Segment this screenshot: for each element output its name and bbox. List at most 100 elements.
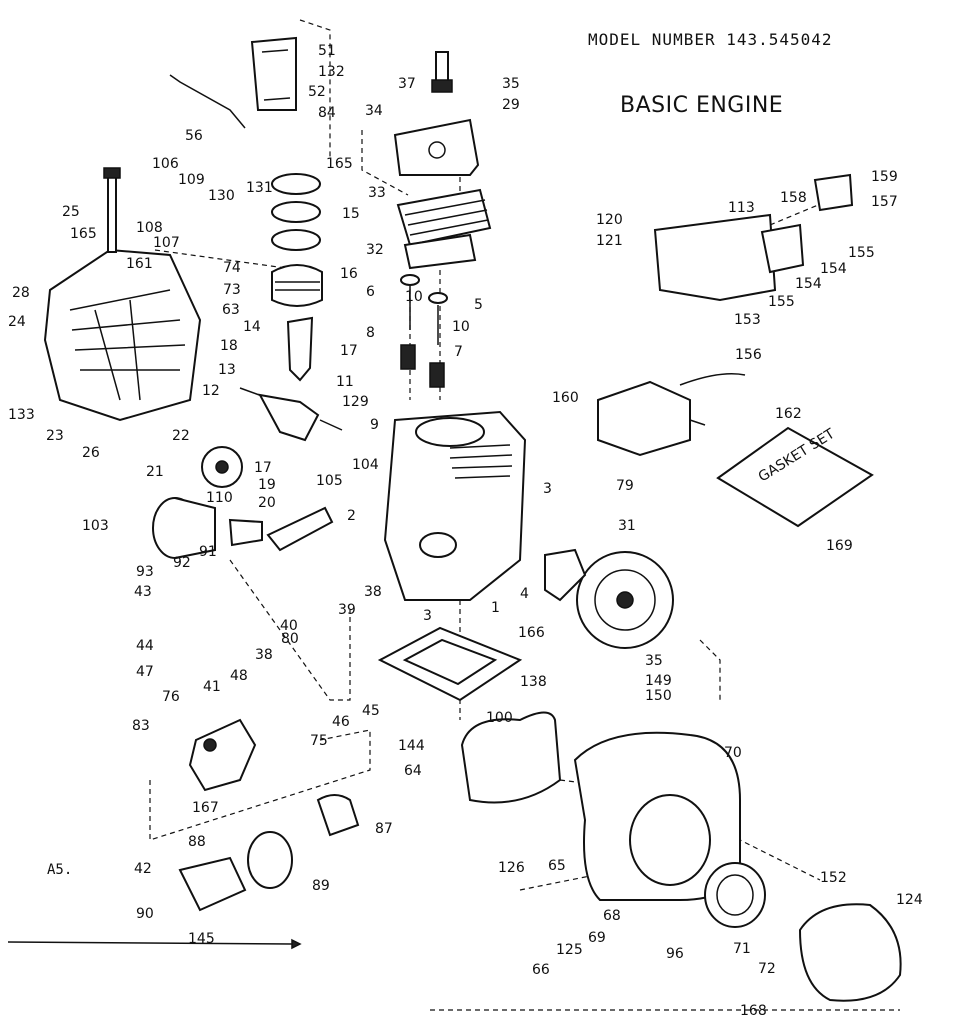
- callout-label: 25: [62, 204, 80, 220]
- callout-label: 90: [136, 906, 154, 922]
- callout-label: 154: [795, 276, 822, 292]
- callout-label: 113: [728, 200, 755, 216]
- callout-label: 71: [733, 941, 751, 957]
- callout-label: 154: [820, 261, 847, 277]
- callout-label: 17: [254, 460, 272, 476]
- callout-label: 144: [398, 738, 425, 754]
- callout-label: 22: [172, 428, 190, 444]
- starter-cup: [704, 862, 766, 928]
- callout-label: 152: [820, 870, 847, 886]
- callout-label: 20: [258, 495, 276, 511]
- callout-label: 125: [556, 942, 583, 958]
- callout-label: 155: [768, 294, 795, 310]
- connecting-rod: [286, 316, 314, 382]
- callout-label: 45: [362, 703, 380, 719]
- piston: [271, 264, 323, 307]
- callout-label: 2: [347, 508, 356, 524]
- callout-label: 109: [178, 172, 205, 188]
- callout-label: 9: [370, 417, 379, 433]
- callout-label: 10: [405, 289, 423, 305]
- flywheel: [576, 551, 674, 649]
- callout-label: 64: [404, 763, 422, 779]
- base-gasket-plate: [377, 626, 523, 702]
- callout-label: 73: [223, 282, 241, 298]
- callout-label: 51: [318, 43, 336, 59]
- callout-label: 7: [454, 344, 463, 360]
- callout-label: 19: [258, 477, 276, 493]
- air-cleaner: [152, 497, 216, 559]
- callout-label: 79: [616, 478, 634, 494]
- callout-label: 52: [308, 84, 326, 100]
- callout-label: 38: [364, 584, 382, 600]
- callout-label: 158: [780, 190, 807, 206]
- governor-bracket: [250, 36, 297, 111]
- cylinder-head-shield: [393, 118, 480, 176]
- callout-label: 18: [220, 338, 238, 354]
- callout-label: 34: [365, 103, 383, 119]
- callout-label: 15: [342, 206, 360, 222]
- base-arrow: [7, 938, 302, 950]
- callout-label: 74: [223, 260, 241, 276]
- cylinder-head: [396, 188, 492, 270]
- callout-label: 156: [735, 347, 762, 363]
- callout-label: 6: [366, 284, 375, 300]
- callout-label: 35: [645, 653, 663, 669]
- intake-elbow: [228, 506, 334, 552]
- callout-label: 110: [206, 490, 233, 506]
- callout-label: 126: [498, 860, 525, 876]
- callout-label: 38: [255, 647, 273, 663]
- callout-label: 168: [740, 1003, 767, 1019]
- heat-shield: [316, 794, 360, 837]
- callout-label: 31: [618, 518, 636, 534]
- callout-label: 157: [871, 194, 898, 210]
- callout-label: 11: [336, 374, 354, 390]
- starter-bracket: [653, 173, 854, 302]
- callout-label: 155: [848, 245, 875, 261]
- callout-label: 105: [316, 473, 343, 489]
- callout-label: 44: [136, 638, 154, 654]
- callout-label: 159: [871, 169, 898, 185]
- callout-label: 145: [188, 931, 215, 947]
- callout-label: 56: [185, 128, 203, 144]
- callout-label: 169: [826, 538, 853, 554]
- callout-label: 28: [12, 285, 30, 301]
- callout-label: 162: [775, 406, 802, 422]
- callout-label: 16: [340, 266, 358, 282]
- callout-label: 96: [666, 946, 684, 962]
- callout-label: 43: [134, 584, 152, 600]
- callout-label: 132: [318, 64, 345, 80]
- callout-label: 17: [340, 343, 358, 359]
- cable-wire: [679, 373, 746, 386]
- callout-label: 3: [543, 481, 552, 497]
- callout-label: 104: [352, 457, 379, 473]
- callout-label: 66: [532, 962, 550, 978]
- callout-label: 3: [423, 608, 432, 624]
- blower-housing: [573, 731, 741, 901]
- callout-label: 39: [338, 602, 356, 618]
- callout-label: 121: [596, 233, 623, 249]
- callout-label: 32: [366, 242, 384, 258]
- callout-label: 89: [312, 878, 330, 894]
- cam-gear: [201, 446, 243, 488]
- callout-label: 41: [203, 679, 221, 695]
- callout-label: 10: [452, 319, 470, 335]
- callout-label: 69: [588, 930, 606, 946]
- callout-label: 70: [724, 745, 742, 761]
- callout-label: 120: [596, 212, 623, 228]
- callout-label: 130: [208, 188, 235, 204]
- callout-label: 72: [758, 961, 776, 977]
- callout-label: 1: [491, 600, 500, 616]
- callout-label: 106: [152, 156, 179, 172]
- callout-label: 83: [132, 718, 150, 734]
- page-reference: A5.: [47, 862, 73, 878]
- callout-label: 21: [146, 464, 164, 480]
- callout-label: 47: [136, 664, 154, 680]
- callout-label: 138: [520, 674, 547, 690]
- callout-label: 14: [243, 319, 261, 335]
- muffler: [178, 831, 293, 912]
- valves: [400, 274, 448, 388]
- carburetor: [188, 718, 257, 792]
- callout-label: 88: [188, 834, 206, 850]
